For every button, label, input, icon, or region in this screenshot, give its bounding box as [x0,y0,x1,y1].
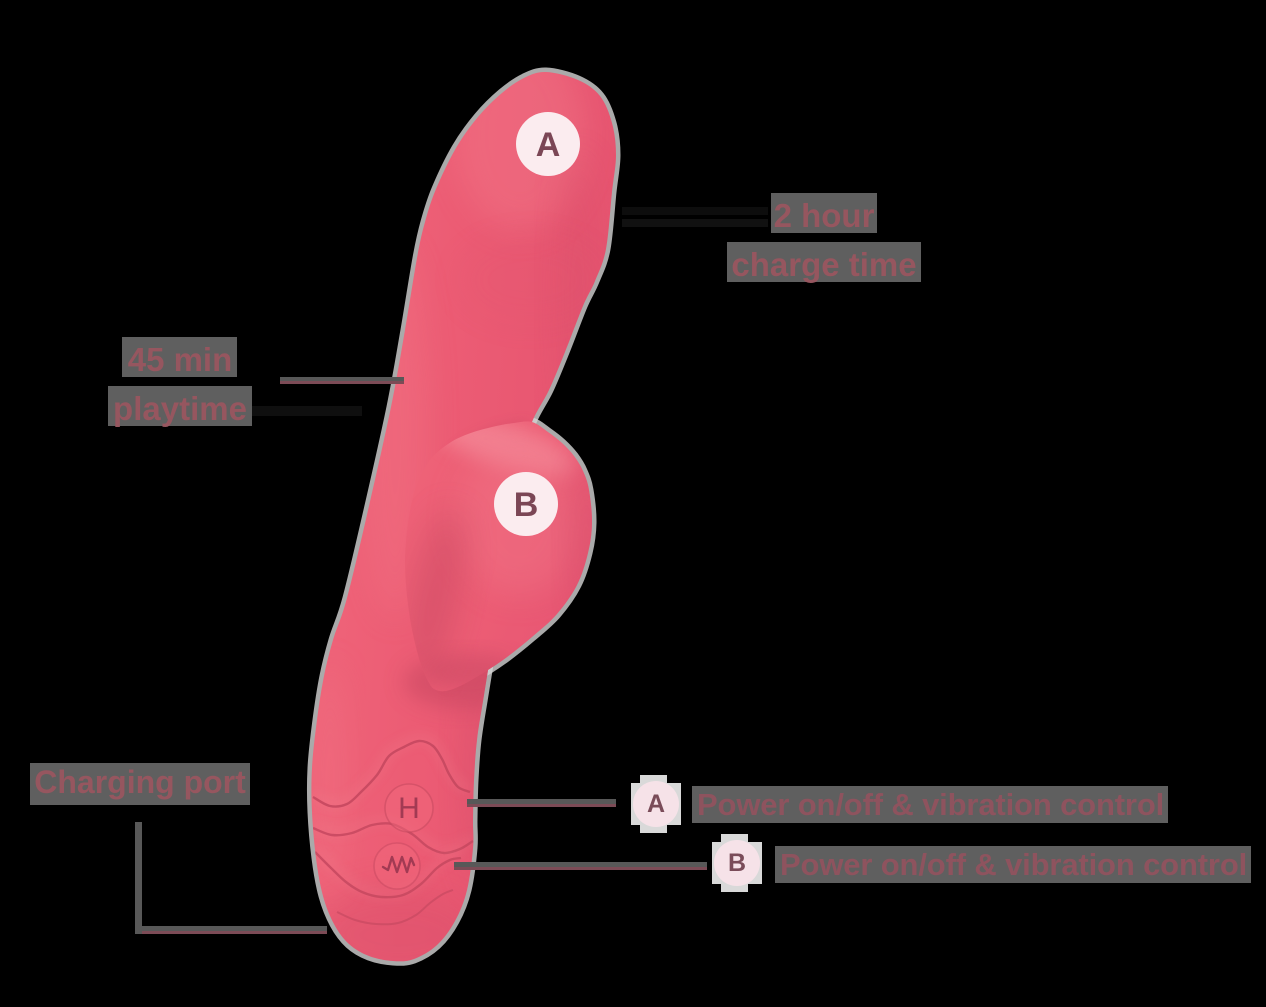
vibration-squiggle-icon [381,855,416,874]
device-marker-a-letter: A [536,126,561,164]
leader-legend-a-line [467,804,616,807]
charge-time-plate-1 [771,193,877,233]
legend-a-text-plate [692,786,1168,823]
legend-b-text-plate [775,846,1251,883]
leader-charging-vertical [135,822,142,934]
leader-45min-halo [280,377,404,381]
legend-a-text: Power on/off & vibration control [697,787,1165,822]
legend-b-marker: B [714,840,760,886]
legend-b-letter: B [727,848,747,877]
charge-time-line2: charge time [731,246,917,283]
device-marker-a: A [516,112,580,176]
charge-time-line1: 2 hour [773,197,875,234]
playtime-label: 45 min playtime [20,335,340,433]
playtime-plate-2 [108,386,252,426]
leader-charging-horizontal-halo [135,926,327,931]
legend-a-letter: A [646,789,666,818]
device-marker-b: B [494,472,558,536]
charging-port-plate [30,763,250,805]
handle-wave-ridges [311,735,475,926]
leader-2hour-line2 [622,219,768,227]
leader-charging-horizontal-line [142,931,327,934]
leader-2hour-line [622,207,768,215]
leader-45min-line [280,381,404,384]
leader-playtime-faint [250,406,362,416]
charge-time-label: 2 hour charge time [664,191,984,289]
leader-legend-b-line [454,867,707,870]
h-button-glyph: H [398,792,420,825]
playtime-line2: playtime [113,390,247,427]
charging-port-label: Charging port [34,764,246,800]
leader-legend-b-halo [454,862,707,867]
playtime-plate-1 [122,337,237,377]
playtime-line1: 45 min [127,341,233,378]
legend-b-text: Power on/off & vibration control [780,847,1248,882]
legend-a-marker: A [633,781,679,827]
device-marker-b-letter: B [514,486,539,524]
wave-button-pad [374,843,420,889]
leader-legend-a-halo [467,799,616,804]
h-button-pad [385,784,433,832]
charge-time-plate-2 [727,242,921,282]
